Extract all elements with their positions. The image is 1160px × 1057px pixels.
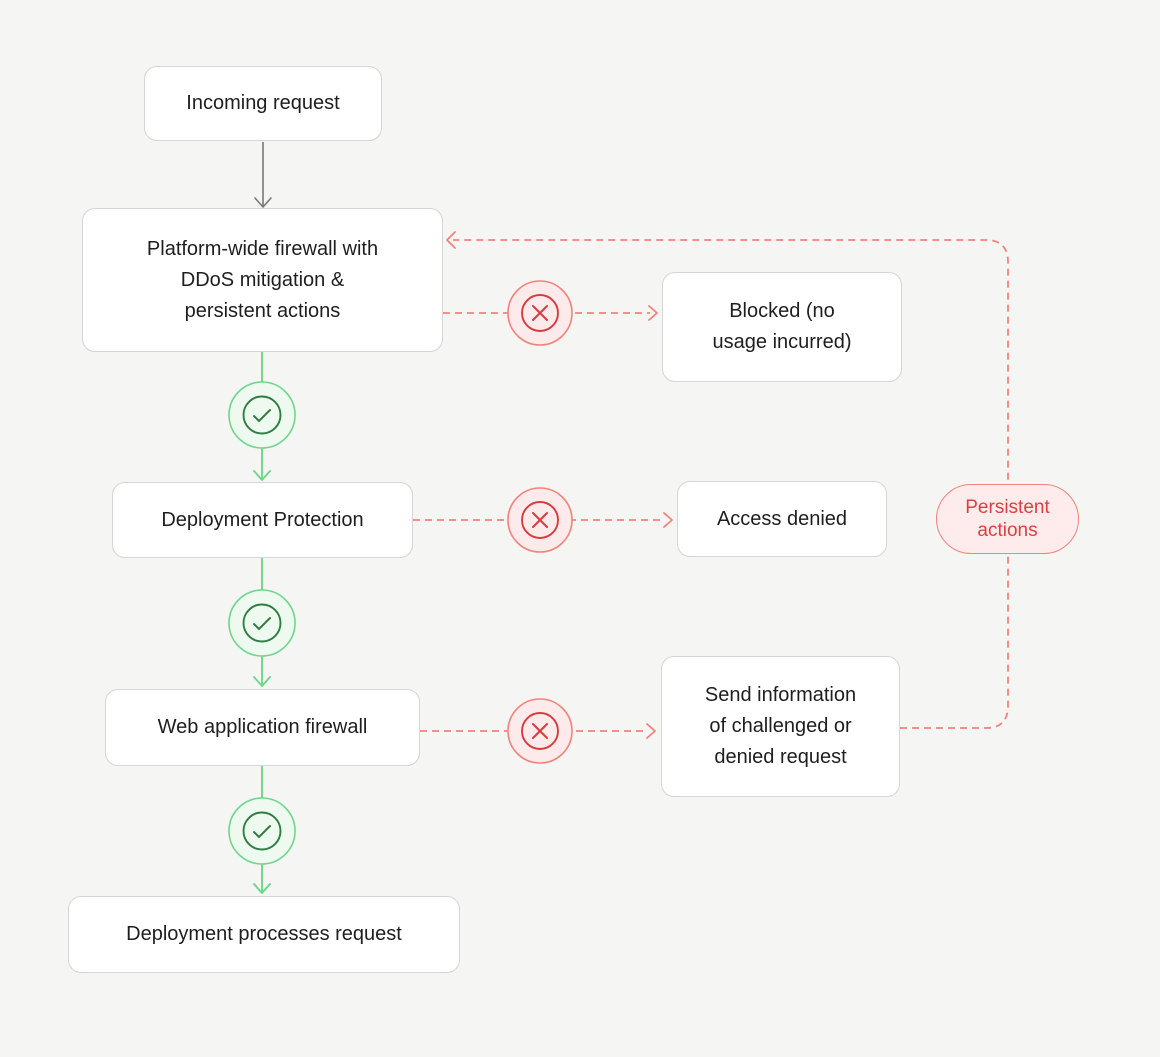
node-incoming-request: Incoming request xyxy=(144,66,382,141)
node-send-information: Send information of challenged or denied… xyxy=(661,656,900,797)
edge-send-information-to-firewall-persistent xyxy=(446,231,1009,729)
check-circle-icon xyxy=(228,589,296,657)
node-deployment-protection: Deployment Protection xyxy=(112,482,413,558)
check-circle-icon xyxy=(228,797,296,865)
node-persistent-actions-badge: Persistent actions xyxy=(936,484,1079,554)
node-deployment-processes-request: Deployment processes request xyxy=(68,896,460,973)
edge-firewall-to-blocked xyxy=(443,305,658,321)
x-circle-icon xyxy=(507,487,573,553)
node-web-application-firewall: Web application firewall xyxy=(105,689,420,766)
node-blocked: Blocked (no usage incurred) xyxy=(662,272,902,382)
node-platform-firewall: Platform-wide firewall with DDoS mitigat… xyxy=(82,208,443,352)
node-access-denied: Access denied xyxy=(677,481,887,557)
x-circle-icon xyxy=(507,280,573,346)
x-circle-icon xyxy=(507,698,573,764)
check-circle-icon xyxy=(228,381,296,449)
edge-incoming-to-firewall xyxy=(254,142,272,208)
